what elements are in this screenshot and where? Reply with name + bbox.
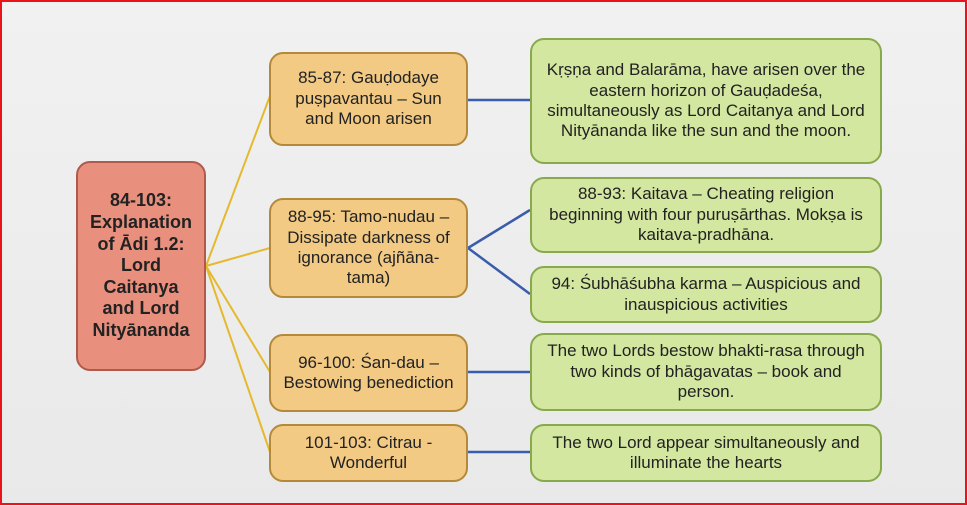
connector-branch-2-leaf-1 [467, 208, 531, 250]
branch-node-2: 88-95: Tamo-nudau – Dissipate darkness o… [269, 198, 468, 298]
leaf-node-4-1: The two Lord appear simultaneously and i… [530, 424, 882, 482]
leaf-node-3-1: The two Lords bestow bhakti-rasa through… [530, 333, 882, 411]
leaf-node-1-1: Kṛṣṇa and Balarāma, have arisen over the… [530, 38, 882, 164]
root-node: 84-103: Explanation of Ādi 1.2: Lord Cai… [76, 161, 206, 371]
leaf-node-2-1: 88-93: Kaitava – Cheating religion begin… [530, 177, 882, 253]
leaf-node-1-1-text: Kṛṣṇa and Balarāma, have arisen over the… [546, 60, 866, 141]
connector-root-branch-2 [205, 247, 271, 267]
branch-node-3-label: 96-100: Śan-dau – Bestowing benediction [283, 352, 454, 392]
root-node-label: 84-103: Explanation of Ādi 1.2: Lord Cai… [89, 190, 192, 340]
connector-branch-2-leaf-2 [467, 246, 531, 296]
leaf-node-3-1-text: The two Lords bestow bhakti-rasa through… [547, 341, 865, 402]
branch-node-4: 101-103: Citrau - Wonderful [269, 424, 468, 482]
leaf-node-4-1-text: The two Lord appear simultaneously and i… [552, 432, 860, 472]
branch-node-3: 96-100: Śan-dau – Bestowing benediction [269, 334, 468, 412]
connector-root-branch-4 [205, 265, 271, 453]
branch-node-2-label: 88-95: Tamo-nudau – Dissipate darkness o… [287, 207, 450, 288]
leaf-node-2-1-text: 88-93: Kaitava – Cheating religion begin… [549, 184, 863, 245]
connector-root-branch-1 [205, 95, 271, 267]
branch-node-1: 85-87: Gauḍodaye puṣpavantau – Sun and M… [269, 52, 468, 146]
connector-root-branch-3 [205, 265, 271, 373]
branch-node-4-label: 101-103: Citrau - Wonderful [304, 432, 433, 472]
branch-node-1-label: 85-87: Gauḍodaye puṣpavantau – Sun and M… [295, 68, 442, 129]
leaf-node-2-2-text: 94: Śubhāśubha karma – Auspicious and in… [551, 274, 861, 314]
leaf-node-2-2: 94: Śubhāśubha karma – Auspicious and in… [530, 266, 882, 323]
